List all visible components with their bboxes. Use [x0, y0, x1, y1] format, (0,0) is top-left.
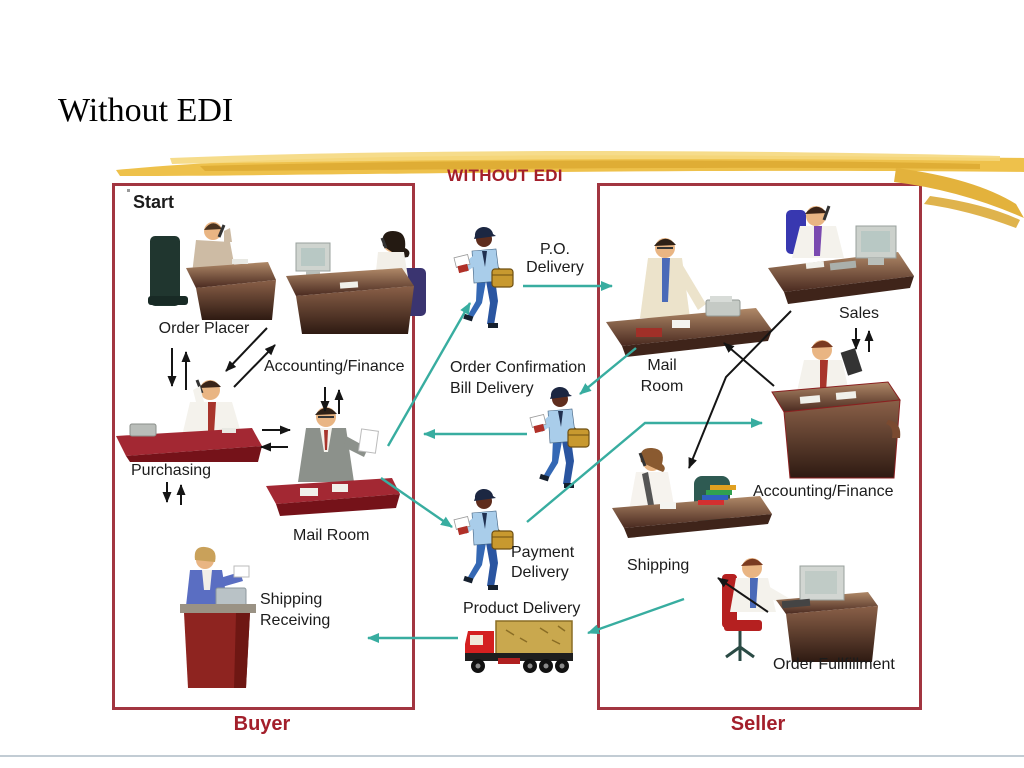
- seller-accounting-label: Accounting/Finance: [753, 483, 894, 500]
- shipping-receiving-line2: Receiving: [260, 612, 331, 629]
- seller-footer-label: Seller: [730, 713, 786, 735]
- shipping-receiving-line1: Shipping: [260, 591, 323, 608]
- shipping-receiving-label: Shipping Receiving: [260, 589, 330, 631]
- seller-mailroom-to-courier-arrow: [579, 347, 637, 395]
- payment-delivery-label: Payment Delivery: [511, 543, 574, 583]
- order-fulfillment-icon: [722, 558, 878, 662]
- seller-mailroom-label: Mail Room: [631, 355, 693, 397]
- shipping-receiving-icon: [180, 546, 256, 688]
- buyer-box: [112, 183, 415, 710]
- seller-mailroom-line2: Room: [640, 378, 684, 395]
- start-bullet-dot: [127, 189, 130, 192]
- order-fulfillment-label: Order Fullfillment: [773, 656, 895, 673]
- mail-carrier-icon: [452, 487, 515, 592]
- seller-mailroom-icon: [606, 238, 772, 357]
- accounting-to-mailroom-arrow: [723, 342, 775, 387]
- mailroom-to-po-courier-arrow: [386, 302, 472, 447]
- order-confirmation-line1: Order Confirmation: [450, 359, 587, 376]
- delivery-truck-icon: [465, 620, 573, 673]
- po-delivery-label: P.O. Delivery: [523, 241, 587, 277]
- sales-to-shipping-arrow: [688, 310, 792, 469]
- accounting-to-purchasing-arrow: [225, 327, 268, 372]
- po-delivery-line2: Delivery: [526, 259, 584, 276]
- purchasing-label: Purchasing: [131, 462, 212, 479]
- order-placer-icon: [148, 222, 276, 320]
- order-confirmation-line2: Bill Delivery: [450, 380, 534, 397]
- purchasing-to-accounting-arrow: [233, 344, 276, 388]
- flow-arrows-teal: [367, 281, 763, 643]
- po-delivery-line1: P.O.: [540, 241, 570, 258]
- sales-icon: [768, 205, 914, 304]
- product-delivery-label: Product Delivery: [463, 600, 581, 617]
- seller-shipping-icon: [612, 447, 772, 538]
- start-label: Start: [133, 192, 175, 212]
- buyer-mailroom-icon: [266, 407, 400, 516]
- buyer-accounting-icon: [286, 231, 426, 334]
- purchasing-icon: [116, 379, 262, 462]
- order-placer-label: Order Placer: [158, 320, 250, 337]
- buyer-mailroom-label: Mail Room: [293, 527, 370, 544]
- bottom-divider: [0, 755, 1024, 757]
- shipping-to-truck-arrow: [587, 597, 685, 635]
- seller-mailroom-line1: Mail: [647, 357, 677, 374]
- fulfillment-to-shipping-arrow: [717, 577, 769, 613]
- order-confirmation-label: Order Confirmation Bill Delivery: [450, 357, 586, 399]
- sales-label: Sales: [839, 305, 880, 322]
- payment-delivery-line1: Payment: [511, 544, 575, 561]
- mailroom-to-payment-courier-arrow: [380, 477, 453, 528]
- mail-carrier-icon: [528, 385, 591, 490]
- seller-shipping-label: Shipping: [627, 557, 690, 574]
- flow-arrows-black: [162, 310, 874, 613]
- seller-accounting-icon: [771, 340, 901, 479]
- yellow-brush-highlight: [116, 151, 1024, 228]
- buyer-accounting-label: Accounting/Finance: [264, 358, 405, 375]
- mail-carrier-icon: [452, 225, 515, 330]
- payment-delivery-arrow: [526, 418, 763, 523]
- page-title: Without EDI: [58, 92, 234, 129]
- diagram-heading: WITHOUT EDI: [447, 166, 563, 185]
- buyer-footer-label: Buyer: [233, 713, 291, 735]
- seller-box: [597, 183, 922, 710]
- payment-delivery-line2: Delivery: [511, 564, 569, 581]
